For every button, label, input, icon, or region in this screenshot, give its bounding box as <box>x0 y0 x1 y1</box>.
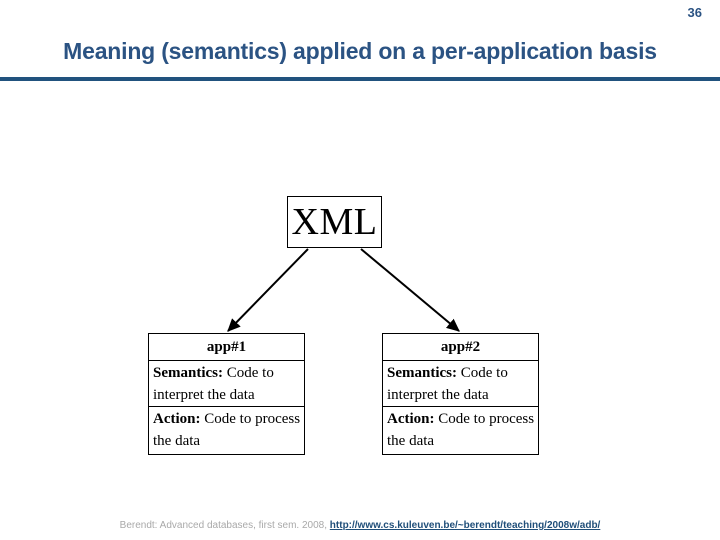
edge-xml-to-app1 <box>227 248 309 332</box>
node-app2-action-text: Code to process the data <box>387 411 535 449</box>
node-app1-action-text: Code to process the data <box>153 411 301 449</box>
node-app2-semantics-row: Semantics: Code to interpret the data <box>383 361 538 407</box>
node-app2-action-row: Action: Code to process the data <box>383 407 538 454</box>
node-xml-label: XML <box>291 201 378 243</box>
node-app1-action-row: Action: Code to process the data <box>149 407 304 454</box>
node-app2-semantics-text: Code to interpret the data <box>387 365 508 403</box>
node-app1-semantics-label: Semantics: <box>153 365 223 381</box>
footer: Berendt: Advanced databases, first sem. … <box>0 520 720 531</box>
footer-credit: Berendt: Advanced databases, first sem. … <box>119 520 330 531</box>
node-app1-action-label: Action: <box>153 411 201 427</box>
footer-course-link[interactable]: http://www.cs.kuleuven.be/~berendt/teach… <box>329 520 601 531</box>
page-title: Meaning (semantics) applied on a per-app… <box>63 38 657 64</box>
page-number: 36 <box>687 5 702 20</box>
title-divider-rule <box>0 77 720 81</box>
edge-xml-to-app2 <box>360 248 460 332</box>
node-app2[interactable]: app#2 Semantics: Code to interpret the d… <box>382 333 539 455</box>
node-xml[interactable]: XML <box>287 196 382 248</box>
node-app2-header: app#2 <box>383 334 538 361</box>
node-app1[interactable]: app#1 Semantics: Code to interpret the d… <box>148 333 305 455</box>
node-app1-header: app#1 <box>149 334 304 361</box>
node-app2-action-label: Action: <box>387 411 435 427</box>
node-app1-semantics-row: Semantics: Code to interpret the data <box>149 361 304 407</box>
node-app1-semantics-text: Code to interpret the data <box>153 365 274 403</box>
node-app2-semantics-label: Semantics: <box>387 365 457 381</box>
